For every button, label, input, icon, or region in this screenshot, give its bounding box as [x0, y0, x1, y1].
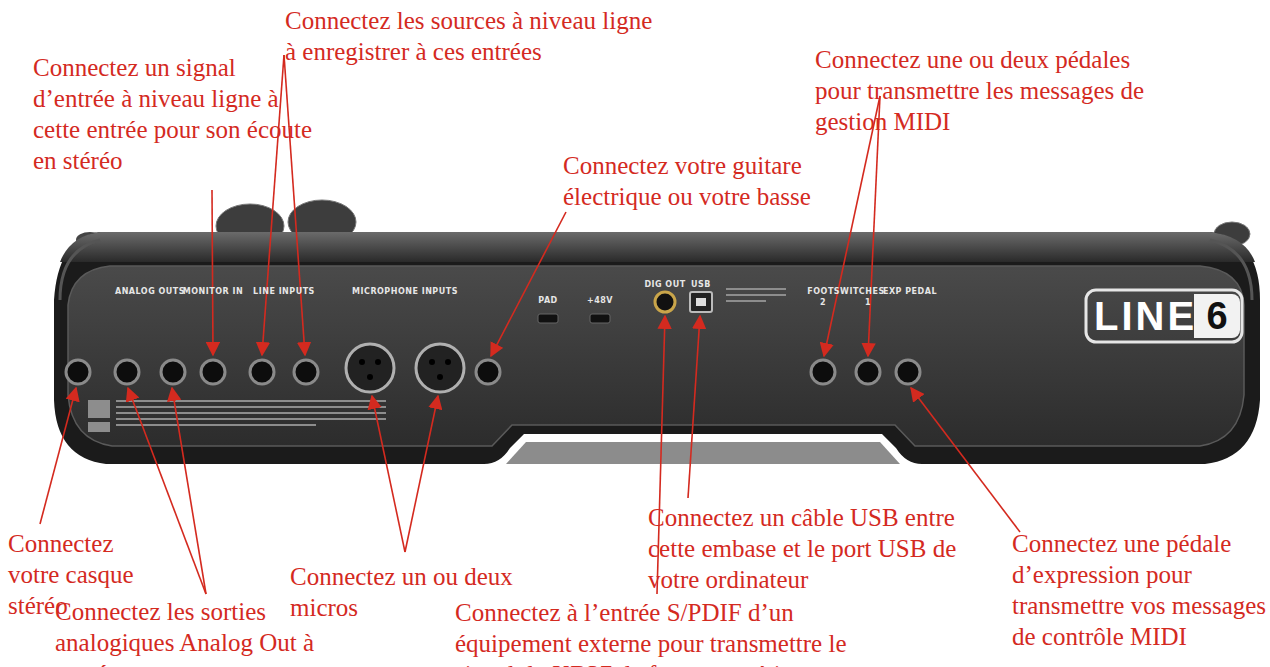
- panel-label: USB: [641, 280, 761, 289]
- device-top-edge: [60, 232, 1255, 262]
- callout-text: Connectez un câble USB entre cette embas…: [648, 502, 1000, 595]
- legal-print: [88, 288, 786, 432]
- panel-label: MICROPHONE INPUTS: [345, 287, 465, 296]
- callout-text: Connectez une ou deux pédales pour trans…: [815, 44, 1165, 137]
- brand-logo: LINE: [1094, 294, 1197, 338]
- center-notch-shadow: [506, 442, 900, 464]
- callout-text: Connectez à l’entrée S/PDIF d’un équipem…: [455, 597, 900, 667]
- callout-text: Connectez un signal d’entrée à niveau li…: [33, 52, 315, 176]
- panel-label: 1: [808, 298, 928, 307]
- left-end-cap: [60, 240, 100, 300]
- callout-text: Connectez votre guitare électrique ou vo…: [563, 150, 823, 212]
- panel-label: LINE INPUTS: [224, 287, 344, 296]
- panel-label: +48V: [540, 296, 660, 305]
- xlr-inputs: [346, 344, 464, 392]
- panel-label: EXP PEDAL: [850, 287, 970, 296]
- digital-usb-ports: [655, 292, 712, 312]
- rear-panel: [68, 266, 1244, 446]
- callout-text: Connectez une pédale d’expression pour t…: [1012, 528, 1267, 652]
- brand-logo: 6: [1194, 294, 1240, 338]
- device-body: [54, 232, 1260, 464]
- callout-text: Connectez les sources à niveau ligne à e…: [285, 5, 657, 67]
- jacks: [66, 360, 920, 384]
- switches: [538, 314, 610, 323]
- logo-frame: [1086, 290, 1242, 342]
- callout-text: Connectez les sorties analogiques Analog…: [55, 596, 340, 667]
